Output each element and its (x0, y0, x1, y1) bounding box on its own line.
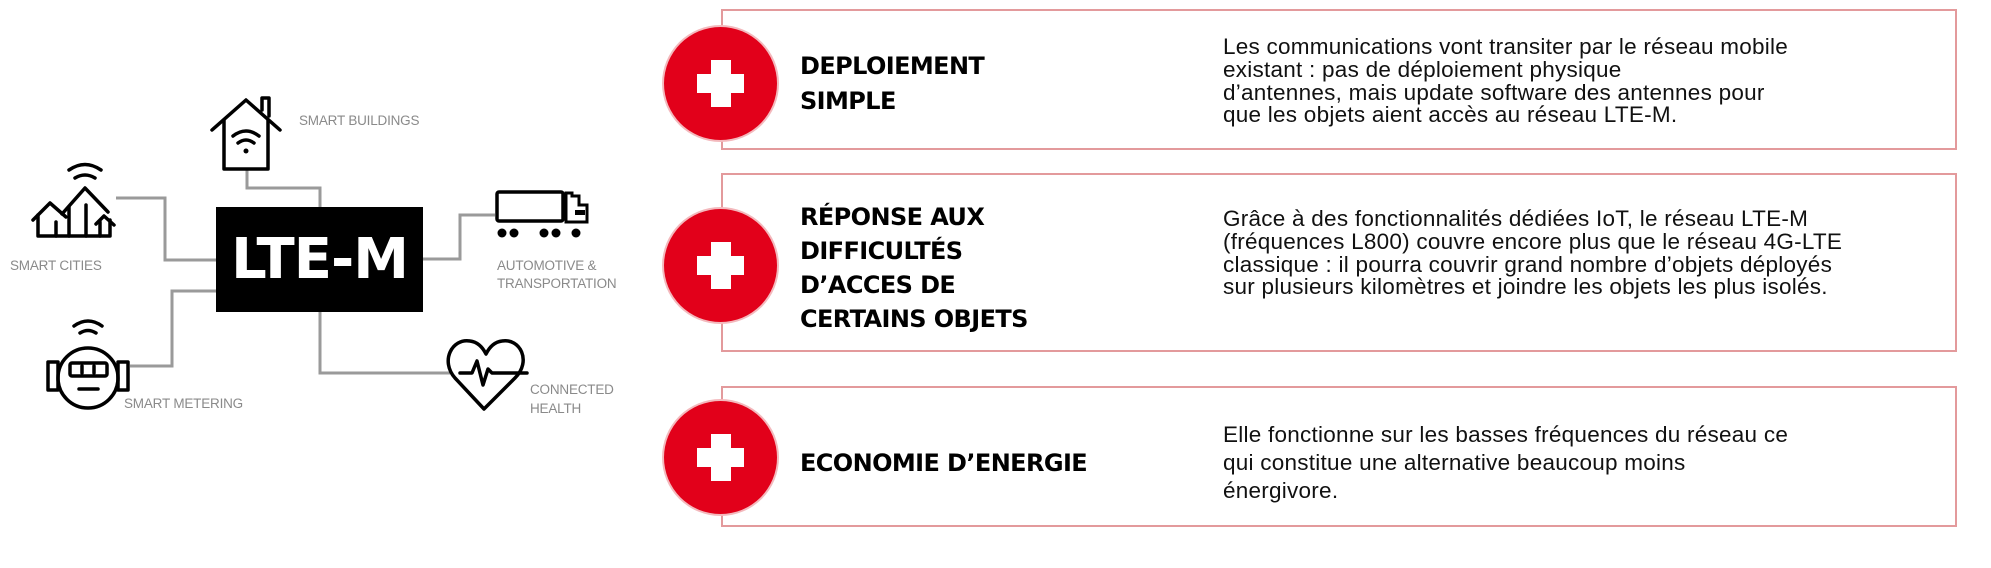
feature-description: Elle fonctionne sur les basses fréquence… (1223, 421, 1788, 505)
feature-title: DEPLOIEMENT SIMPLE (800, 49, 985, 119)
connector-automotive (423, 213, 495, 261)
description-line: (fréquences L800) couvre encore plus que… (1223, 228, 1843, 254)
description-line: classique : il pourra couvrir grand nomb… (1223, 251, 1833, 277)
diagram-graphics (31, 96, 589, 411)
title-line: ECONOMIE D’ENERGIE (800, 449, 1088, 477)
description-line: existant : pas de déploiement physique (1223, 56, 1622, 82)
label-line: AUTOMOTIVE & (497, 258, 597, 273)
description-line: qui constitue une alternative beaucoup m… (1223, 450, 1686, 475)
feature-description: Les communications vont transiter par le… (1223, 34, 1789, 128)
connector-smart-buildings (245, 170, 322, 207)
title-line: RÉPONSE AUX (800, 203, 985, 231)
connector-lines (116, 170, 495, 375)
feature-badge (664, 209, 777, 322)
feature-title: RÉPONSE AUX DIFFICULTÉS D’ACCES DE CERTA… (800, 200, 1028, 336)
description-line: énergivore. (1223, 478, 1339, 503)
label-line: TRANSPORTATION (497, 276, 617, 291)
city-wifi-icon (31, 162, 116, 238)
lte-m-hub: LTE-M (216, 207, 423, 312)
feature-card-economie-energie (721, 386, 1957, 527)
feature-title: ECONOMIE D’ENERGIE (800, 446, 1088, 481)
description-line: d’antennes, mais update software des ant… (1223, 79, 1765, 105)
title-line: D’ACCES DE (800, 271, 956, 299)
smart-meter-icon (46, 319, 130, 410)
title-line: SIMPLE (800, 87, 896, 115)
feature-badge (664, 401, 777, 514)
connector-connected-health (318, 312, 450, 375)
truck-icon (495, 190, 589, 238)
connector-smart-metering (130, 289, 216, 368)
title-line: DIFFICULTÉS (800, 237, 963, 265)
label-smart-buildings: SMART BUILDINGS (299, 112, 419, 129)
label-line: SMART BUILDINGS (299, 113, 420, 128)
label-line: CONNECTED (530, 382, 614, 397)
label-line: SMART CITIES (10, 258, 102, 273)
feature-description: Grâce à des fonctionnalités dédiées IoT,… (1223, 206, 1843, 300)
feature-card-deploiement (721, 9, 1957, 150)
label-smart-metering: SMART METERING (124, 395, 243, 412)
lte-m-diagram: LTE-M SMART BUILDINGS SMART CITIES AUTOM… (0, 0, 660, 568)
label-automotive: AUTOMOTIVE & TRANSPORTATION (497, 257, 617, 293)
title-line: DEPLOIEMENT (800, 52, 985, 80)
label-line: SMART METERING (124, 396, 243, 411)
heart-pulse-icon (446, 339, 529, 411)
label-smart-cities: SMART CITIES (10, 257, 102, 274)
label-line: HEALTH (530, 401, 582, 416)
description-line: que les objets aient accès au réseau LTE… (1223, 102, 1678, 128)
connector-smart-cities (116, 196, 216, 262)
feature-card-reponse-difficultes (721, 173, 1957, 352)
description-line: Grâce à des fonctionnalités dédiées IoT,… (1223, 206, 1809, 231)
description-line: Elle fonctionne sur les basses fréquence… (1223, 422, 1789, 447)
lte-m-label: LTE-M (231, 226, 409, 292)
description-line: Les communications vont transiter par le… (1223, 34, 1789, 59)
title-line: CERTAINS OBJETS (800, 305, 1028, 333)
description-line: sur plusieurs kilomètres et joindre les … (1223, 274, 1828, 300)
label-connected-health: CONNECTED HEALTH (530, 380, 614, 418)
feature-badge (664, 27, 777, 140)
house-wifi-icon (210, 96, 282, 171)
